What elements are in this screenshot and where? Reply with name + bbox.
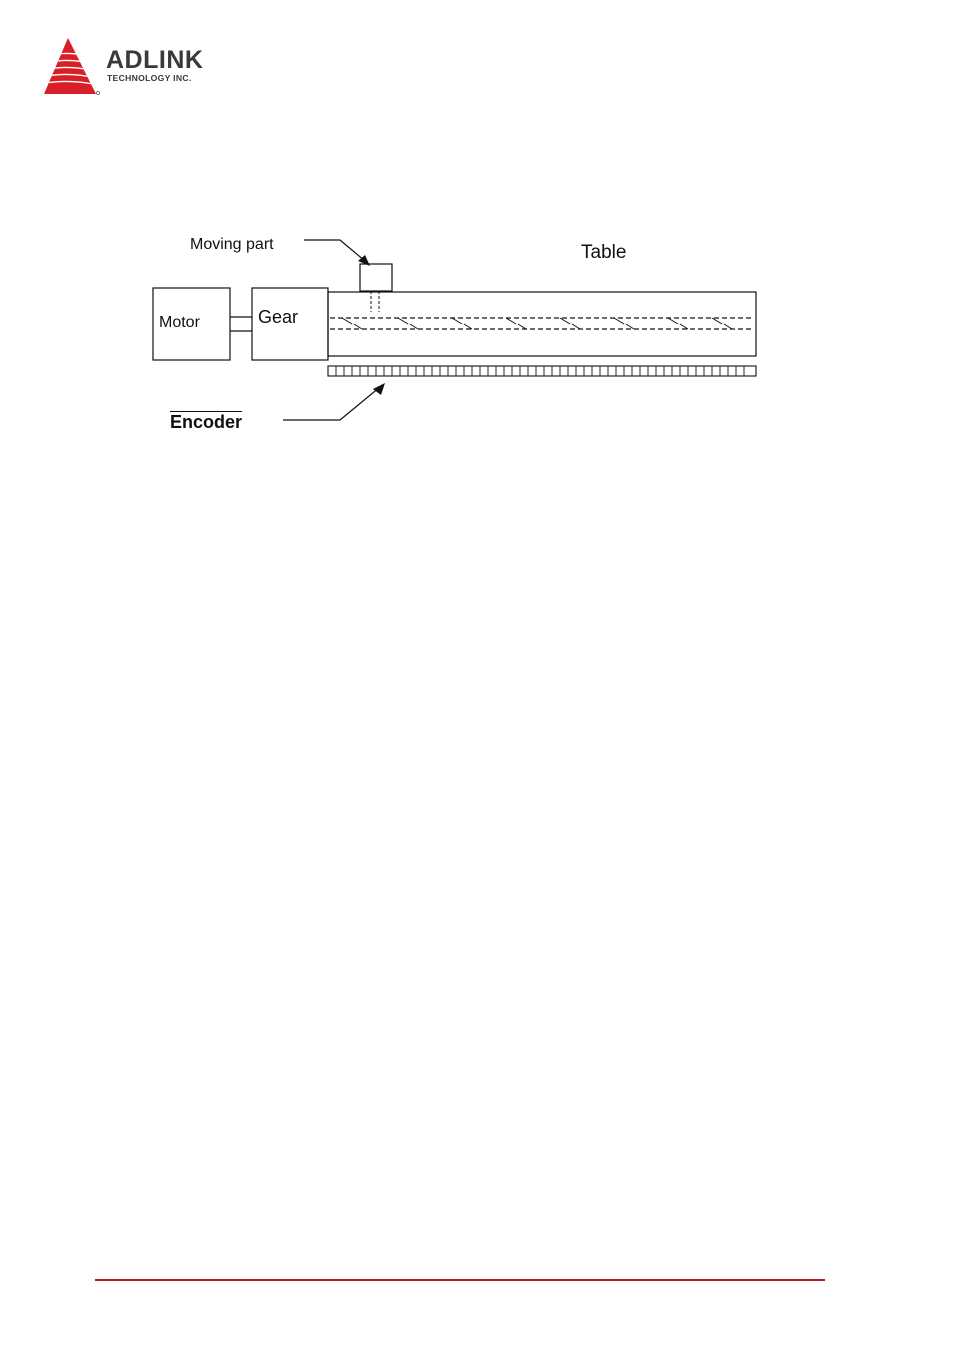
moving-part-block: [360, 264, 392, 291]
diagram-drawing: [140, 225, 780, 440]
adlink-triangle-icon: [40, 36, 102, 96]
brand-name: ADLINK: [106, 48, 203, 73]
encoder-ticks: [336, 366, 744, 376]
screw-thread-marks: [342, 318, 732, 329]
table-body: [328, 292, 756, 356]
encoder-label: Encoder: [170, 413, 242, 431]
footer-rule: [95, 1279, 825, 1281]
gear-label: Gear: [258, 308, 298, 326]
table-label: Table: [581, 243, 626, 262]
brand-subtitle: TECHNOLOGY INC.: [107, 74, 192, 83]
moving-part-label: Moving part: [190, 237, 274, 253]
encoder-arrow: [283, 387, 380, 420]
motor-label: Motor: [159, 315, 200, 331]
encoder-arrowhead: [373, 383, 385, 395]
motion-system-diagram: Moving part Table Motor Gear Encoder: [140, 225, 780, 440]
moving-part-arrow: [304, 240, 365, 261]
adlink-logo: ADLINK TECHNOLOGY INC.: [40, 36, 240, 100]
